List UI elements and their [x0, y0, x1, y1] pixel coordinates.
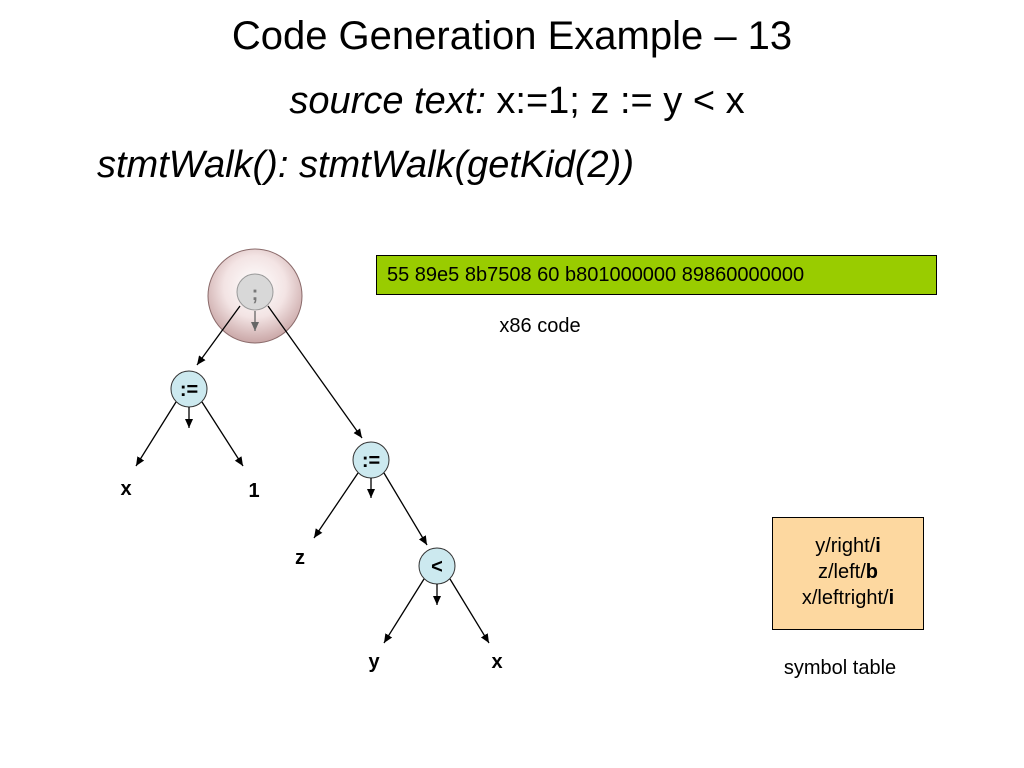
edge-root-assign1: [196, 305, 241, 366]
edge-assign2-z: [313, 472, 359, 539]
assign-node-1-label: :=: [180, 379, 198, 401]
symbol-row-tag: i: [888, 587, 895, 609]
source-text-label: source text:: [289, 80, 486, 122]
symbol-table-box: y/right/i z/left/b x/leftright/i: [772, 517, 924, 630]
slide-title: Code Generation Example – 13: [231, 14, 793, 58]
stmt-walk-text: stmtWalk(): stmtWalk(getKid(2)): [97, 144, 634, 186]
symbol-row-y: y/right/i: [773, 533, 923, 559]
root-node-label: ;: [252, 283, 259, 305]
less-than-node-label: <: [431, 556, 443, 578]
symbol-row-name: y/right/: [815, 535, 876, 557]
leaf-z: z: [295, 547, 305, 569]
symbol-row-tag: i: [875, 535, 881, 557]
leaf-x-1: x: [120, 478, 131, 500]
leaf-y: y: [368, 651, 380, 673]
symbol-row-z: z/left/b: [773, 559, 923, 585]
symbol-table-caption: symbol table: [783, 657, 897, 679]
x86-code-box: 55 89e5 8b7508 60 b801000000 89860000000: [376, 255, 937, 295]
edge-less-y: [383, 578, 425, 644]
leaf-x-2: x: [491, 651, 502, 673]
source-text-line: source text: x:=1; z := y < x: [0, 78, 1024, 124]
symbol-row-x: x/leftright/i: [773, 585, 923, 611]
x86-code-caption: x86 code: [499, 315, 581, 337]
source-text-code: x:=1; z := y < x: [485, 80, 745, 122]
edge-assign1-1: [201, 401, 244, 467]
root-node: [236, 273, 274, 311]
symbol-row-tag: b: [865, 561, 878, 583]
assign-node-2-label: :=: [362, 450, 380, 472]
symbol-row-name: z/left/: [817, 561, 866, 583]
edge-root-assign2: [267, 305, 363, 439]
edge-less-x: [449, 578, 490, 644]
edge-assign2-less: [383, 472, 428, 546]
edge-assign1-x: [135, 401, 177, 467]
leaf-1: 1: [248, 480, 259, 502]
symbol-row-name: x/leftright/: [801, 587, 889, 609]
